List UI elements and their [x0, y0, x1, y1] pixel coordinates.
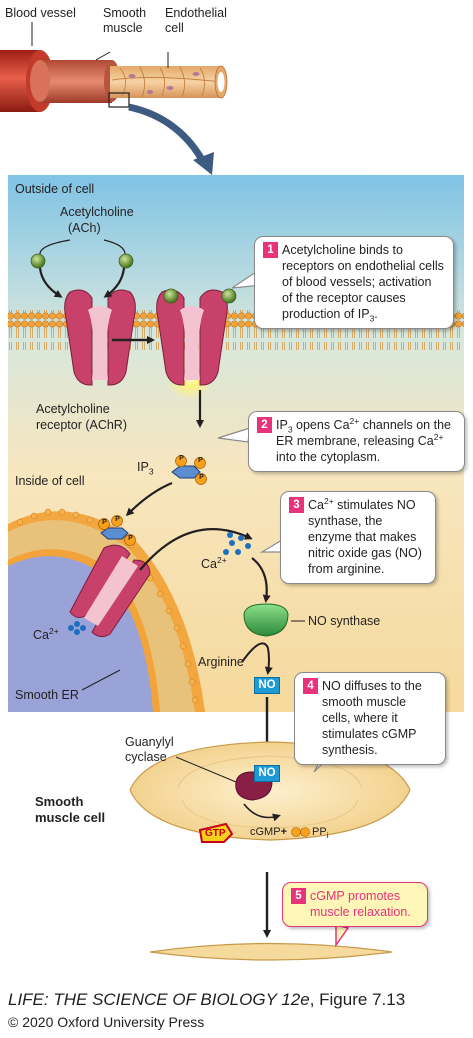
label-ach-1: Acetylcholine	[60, 205, 134, 219]
ca-ions-left	[68, 621, 86, 635]
label-no-synthase: NO synthase	[308, 614, 381, 628]
label-smooth-er: Smooth ER	[15, 688, 79, 702]
achr-receptor-open	[156, 289, 228, 386]
label-arginine: Arginine	[198, 655, 244, 669]
label-ppi: PPi	[312, 826, 329, 841]
phosphate-label: P	[115, 516, 120, 523]
label-cgmp: cGMP+	[250, 826, 287, 838]
ach-molecules	[30, 239, 237, 304]
ca-ions-top	[223, 532, 251, 555]
callout-step-5: 5 cGMP promotes muscle relaxation.	[282, 882, 428, 927]
er-leader	[81, 669, 121, 691]
ca-release-arrow	[139, 528, 253, 571]
relaxed-muscle-cell	[149, 942, 393, 961]
label-smooth-muscle-cell-1: Smooth	[35, 794, 84, 809]
phosphate-label: P	[128, 535, 133, 542]
label-ca-top: Ca2+	[201, 554, 227, 571]
callout-step-1: 1 Acetylcholine binds to receptors on en…	[254, 236, 454, 329]
label-smooth-muscle-2: muscle	[103, 21, 143, 35]
step-number-3: 3	[289, 497, 304, 513]
ca-to-nos-arrow	[251, 557, 271, 603]
step-number-2: 2	[257, 417, 272, 433]
no-synthase-enzyme	[243, 603, 305, 637]
label-inside-of-cell: Inside of cell	[15, 474, 85, 488]
callout-text-3: Ca2+ stimulates NO synthase, the enzyme …	[308, 495, 422, 576]
label-ach-2: (ACh)	[68, 221, 101, 235]
gtp-molecule	[198, 822, 234, 843]
label-ca-left: Ca2+	[33, 625, 59, 642]
label-ip3: IP3	[137, 460, 154, 477]
blood-vessel-illustration	[0, 22, 228, 175]
label-guanylyl-2: cyclase	[125, 750, 167, 764]
phosphate-label: P	[102, 519, 107, 526]
book-title: LIFE: THE SCIENCE OF BIOLOGY 12e	[8, 990, 310, 1009]
figure-credit: LIFE: THE SCIENCE OF BIOLOGY 12e, Figure…	[8, 990, 405, 1010]
label-guanylyl-1: Guanylyl	[125, 735, 174, 749]
gtp-conversion-arrow	[243, 803, 281, 822]
label-outside-of-cell: Outside of cell	[15, 182, 95, 196]
phosphate-label: P	[198, 457, 203, 464]
label-smooth-muscle-cell-2: muscle cell	[35, 810, 106, 825]
label-smooth-muscle-1: Smooth	[103, 6, 147, 20]
figure-number: , Figure 7.13	[309, 990, 406, 1009]
label-achr-2: receptor (AChR)	[36, 418, 127, 432]
ip3-to-er-arrow	[125, 481, 173, 517]
no-box-muscle: NO	[254, 765, 280, 782]
callout-text-1: Acetylcholine binds to receptors on endo…	[282, 243, 444, 324]
no-box-cytoplasm: NO	[254, 677, 280, 694]
ca-channel	[69, 544, 151, 638]
phosphate-label: P	[199, 474, 204, 481]
phosphate-label: P	[179, 455, 184, 462]
label-achr-1: Acetylcholine	[36, 402, 110, 416]
ip3-molecule	[171, 455, 207, 485]
achr-receptor-closed	[64, 289, 136, 386]
step-number-1: 1	[263, 242, 278, 258]
label-endothelial-2: cell	[165, 21, 184, 35]
copyright: © 2020 Oxford University Press	[8, 1014, 205, 1030]
callout-step-2: 2 IP3 opens Ca2+ channels on the ER memb…	[248, 411, 465, 472]
arginine-arrow	[241, 642, 273, 675]
step-number-4: 4	[303, 678, 318, 694]
callout-step-4: 4 NO diffuses to the smooth muscle cells…	[294, 672, 446, 765]
callout-text-5: cGMP promotes muscle relaxation.	[310, 889, 411, 919]
ppi-molecule	[291, 827, 310, 837]
label-gtp: GTP	[205, 828, 226, 839]
callout-text-2: IP3 opens Ca2+ channels on the ER membra…	[276, 415, 451, 464]
callout-step-3: 3 Ca2+ stimulates NO synthase, the enzym…	[280, 491, 436, 584]
step-number-5: 5	[291, 888, 306, 904]
callout-text-4: NO diffuses to the smooth muscle cells, …	[322, 679, 422, 757]
label-endothelial-1: Endothelial	[165, 6, 227, 20]
ip3-bound	[98, 515, 136, 546]
label-blood-vessel: Blood vessel	[5, 6, 76, 20]
